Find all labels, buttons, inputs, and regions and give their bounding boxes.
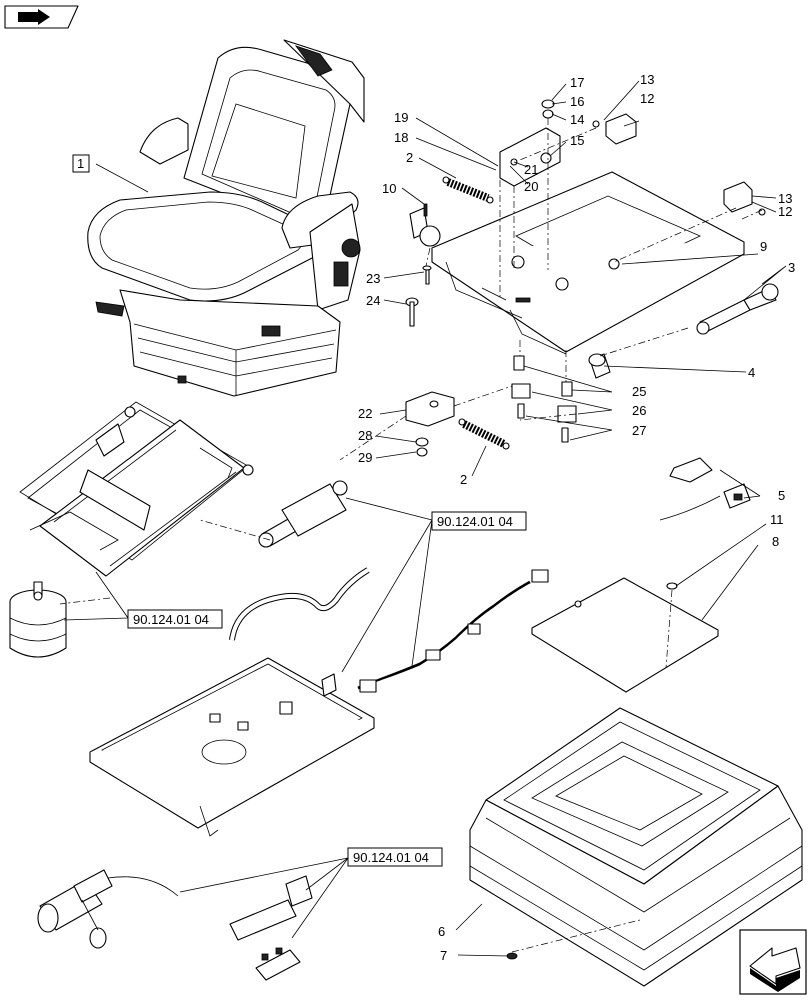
alignment-lines	[59, 118, 763, 953]
mounting-plate	[431, 171, 745, 355]
bolt	[422, 265, 432, 285]
wiring-harness	[357, 569, 549, 693]
callout-2-lower: 2	[460, 472, 467, 487]
seat-assembly	[87, 39, 365, 397]
screw	[506, 952, 518, 960]
reference-box-left[interactable]: 90.124.01 04	[127, 609, 223, 629]
callout-25: 25	[632, 384, 646, 399]
callout-7: 7	[440, 948, 447, 963]
page-back-arrow-icon[interactable]	[739, 929, 807, 995]
callout-27: 27	[632, 423, 646, 438]
callout-20: 20	[524, 179, 538, 194]
air-hose	[229, 567, 370, 641]
callout-19: 19	[394, 110, 408, 125]
callout-13-upper: 13	[640, 72, 654, 87]
actuator-motor	[37, 869, 179, 949]
callout-29: 29	[358, 450, 372, 465]
knob-pin	[405, 297, 419, 327]
callout-14: 14	[570, 112, 584, 127]
reference-box-upper[interactable]: 90.124.01 04	[431, 511, 527, 531]
callout-2-upper: 2	[406, 150, 413, 165]
callout-12-lower: 12	[778, 204, 792, 219]
callout-12-upper: 12	[640, 91, 654, 106]
book-arrow-icon	[4, 5, 79, 29]
callout-26: 26	[632, 403, 646, 418]
callout-10: 10	[382, 181, 396, 196]
callout-24: 24	[366, 293, 380, 308]
nut-washer	[541, 99, 555, 119]
rubber-bellows	[469, 707, 803, 987]
reference-code-left: 90.124.01 04	[133, 612, 209, 627]
scissor-frame	[19, 401, 254, 577]
air-spring	[9, 581, 67, 658]
callout-11: 11	[770, 512, 784, 527]
cover-plate	[531, 577, 719, 693]
callout-9: 9	[760, 239, 767, 254]
lower-block	[405, 391, 455, 457]
callout-18: 18	[394, 130, 408, 145]
switch-module	[229, 875, 313, 981]
callout-22: 22	[358, 406, 372, 421]
spacer-set	[511, 355, 577, 443]
gas-strut	[696, 283, 779, 335]
callout-15: 15	[570, 133, 584, 148]
callout-labels: 1 2 2 3 4 5 6 7 8 9 10 11 12 12 13 13 14…	[72, 72, 795, 963]
reference-box-lower[interactable]: 90.124.01 04	[347, 847, 443, 867]
slide-bracket	[499, 127, 561, 187]
callout-6: 6	[438, 924, 445, 939]
tension-spring	[442, 176, 494, 204]
callout-21: 21	[524, 162, 538, 177]
reference-code-upper: 90.124.01 04	[437, 514, 513, 529]
shock-absorber	[258, 480, 348, 548]
callout-5: 5	[778, 488, 785, 503]
callout-13-lower: 13	[778, 191, 792, 206]
damper-bracket	[409, 203, 441, 247]
leader-lines	[63, 80, 787, 957]
base-plate	[89, 657, 375, 837]
reference-code-lower: 90.124.01 04	[353, 850, 429, 865]
stop-block	[592, 113, 766, 216]
callout-16: 16	[570, 94, 584, 109]
callout-23: 23	[366, 271, 380, 286]
callout-3: 3	[788, 260, 795, 275]
switch-pack	[659, 457, 751, 521]
callout-8: 8	[772, 534, 779, 549]
callout-17: 17	[570, 75, 584, 90]
callout-1: 1	[77, 156, 84, 171]
rubber-bumper	[588, 353, 611, 379]
tension-spring-lower	[458, 418, 510, 450]
callout-4: 4	[748, 365, 755, 380]
callout-box-1	[72, 154, 90, 173]
callout-28: 28	[358, 428, 372, 443]
